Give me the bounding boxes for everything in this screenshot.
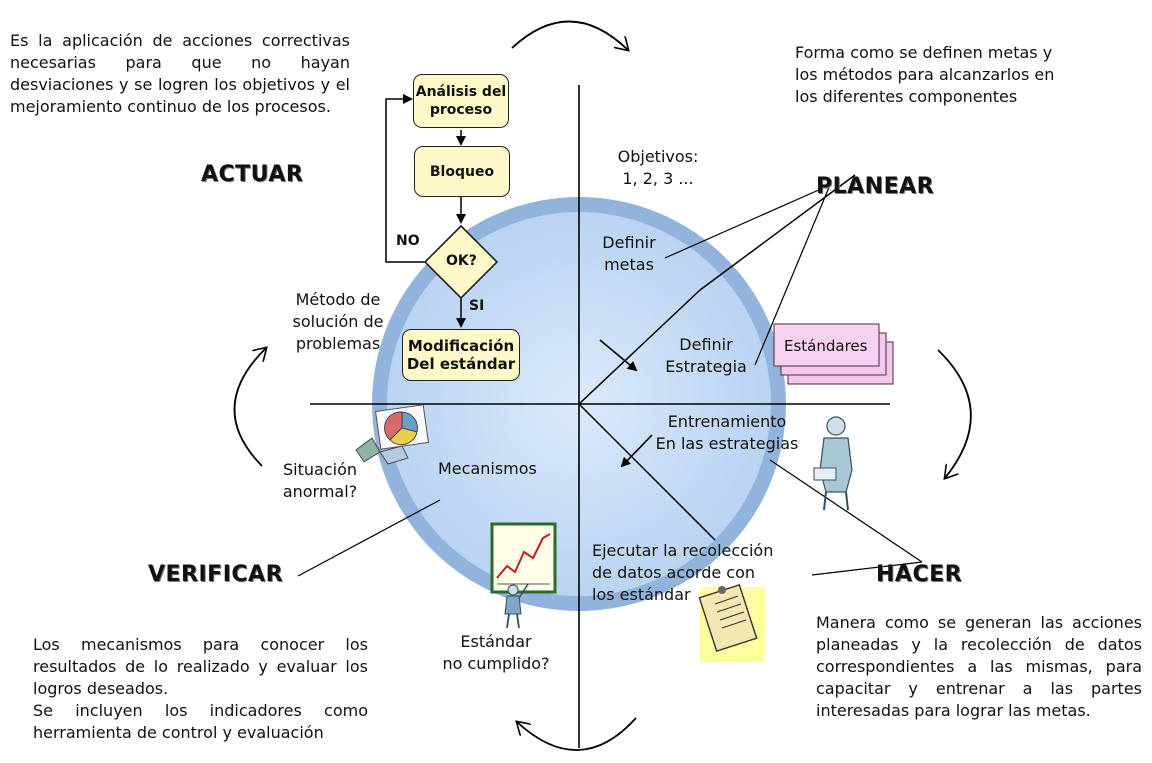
flow-box-modification-line2: Del estándar [406, 355, 516, 373]
method-label: Método de solución de problemas [282, 289, 394, 355]
abnormal-line1: Situación [283, 460, 357, 479]
hacer-leader-execute [811, 561, 923, 576]
define-goals-line1: Definir [602, 233, 656, 252]
planear-leader-strategy [754, 184, 831, 366]
define-strategy-label: Definir Estrategia [656, 334, 756, 378]
flow-loop-no [385, 94, 425, 263]
define-goals-label: Definir metas [590, 232, 668, 276]
flow-box-block: Bloqueo [414, 146, 510, 197]
method-line1: Método de [295, 290, 381, 309]
top-cycle-arrow [511, 20, 628, 50]
method-line3: problemas [295, 334, 381, 353]
abnormal-label: Situación anormal? [268, 459, 372, 503]
flow-box-analysis-line2: proceso [429, 102, 493, 118]
bottom-cycle-arrow [517, 717, 637, 751]
execute-line3: los estándar [592, 585, 691, 604]
right-cycle-arrow [937, 349, 972, 478]
hacer-diagonal [578, 403, 716, 541]
unmet-line2: no cumplido? [442, 654, 550, 673]
clipboard-illustration [698, 583, 765, 662]
hacer-description: Manera como se generan las acciones plan… [816, 613, 1142, 720]
training-line1: Entrenamiento [667, 412, 787, 431]
define-goals-line2: metas [604, 255, 654, 274]
planear-leader-goals [664, 184, 831, 259]
training-line2: En las estrategias [655, 434, 799, 453]
hacer-leader-training [769, 459, 923, 563]
phase-actuar: ACTUAR [201, 162, 304, 187]
flow-box-block-label: Bloqueo [429, 163, 495, 180]
abnormal-line2: anormal? [282, 482, 358, 501]
verificar-description-2: Se incluyen los indicadores como herrami… [33, 701, 368, 742]
standards-stack [773, 323, 894, 385]
define-strategy-line1: Definir [679, 335, 733, 354]
phase-hacer: HACER [876, 562, 963, 587]
trainer-illustration [813, 416, 853, 511]
flow-box-analysis: Análisis del proceso [413, 74, 509, 128]
flow-box-analysis-line1: Análisis del [415, 84, 507, 100]
flow-box-modification-line1: Modificación [407, 337, 515, 355]
method-line2: solución de [292, 312, 384, 331]
training-arrow [620, 434, 653, 468]
standards-label: Estándares [784, 337, 868, 355]
planear-description: Forma como se definen metas y los método… [795, 43, 1055, 106]
execute-label: Ejecutar la recolección de datos acorde … [592, 540, 792, 606]
objectives-line1: Objetivos: [617, 147, 699, 166]
phase-planear: PLANEAR [816, 174, 935, 199]
training-label: Entrenamiento En las estrategias [652, 411, 802, 455]
left-cycle-arrow [233, 348, 266, 467]
execute-line2: de datos acorde con [592, 563, 756, 582]
objectives-label: Objetivos: 1, 2, 3 ... [608, 146, 708, 190]
mechanisms-label: Mecanismos [438, 459, 537, 478]
execute-line1: Ejecutar la recolección [592, 541, 774, 560]
unmet-line1: Estándar [460, 632, 532, 651]
planear-diagonal [578, 289, 701, 405]
strategy-arrow [599, 339, 638, 372]
verificar-description-1: Los mecanismos para conocer los resultad… [33, 635, 368, 698]
objectives-line2: 1, 2, 3 ... [622, 169, 694, 188]
verificar-description: Los mecanismos para conocer los resultad… [33, 634, 368, 744]
unmet-standard-label: Estándar no cumplido? [426, 631, 566, 675]
actuar-description: Es la aplicación de acciones correctivas… [10, 31, 350, 116]
flow-box-modification: Modificación Del estándar [402, 329, 520, 381]
analysis-illustration [355, 404, 429, 465]
define-strategy-line2: Estrategia [665, 357, 747, 376]
decision-diamond [423, 224, 499, 300]
flow-no-label: NO [396, 233, 420, 249]
chart-board-illustration [490, 522, 557, 629]
decision-label: OK? [446, 253, 477, 269]
phase-verificar: VERIFICAR [148, 562, 284, 587]
flow-yes-label: SI [469, 298, 485, 314]
verificar-leader [297, 499, 441, 577]
planear-upper-diagonal [699, 174, 856, 291]
